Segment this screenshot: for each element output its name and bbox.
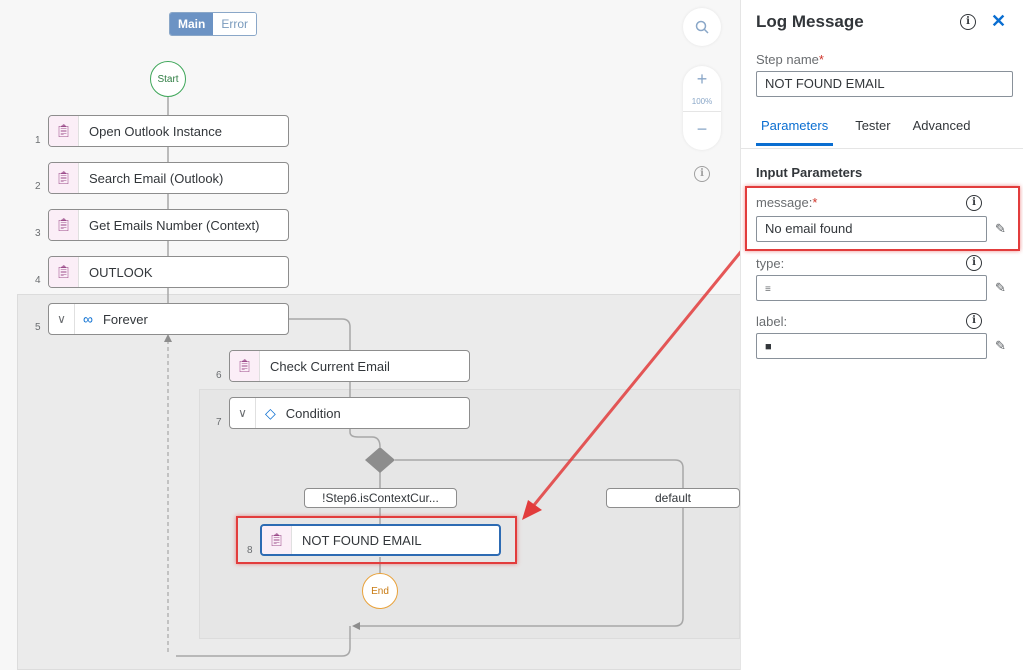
step-number: 4	[35, 275, 41, 286]
clipboard-icon: 📋︎	[262, 526, 292, 554]
step-name-label: Step name*	[756, 52, 824, 67]
highlight-box-step	[236, 516, 517, 564]
step-search-email[interactable]: 📋︎ Search Email (Outlook)	[48, 162, 289, 194]
clipboard-icon: 📋︎	[230, 351, 260, 381]
clipboard-icon: 📋︎	[49, 210, 79, 240]
tab-tester[interactable]: Tester	[855, 118, 891, 133]
step-forever-loop[interactable]: ∨ ∞ Forever	[48, 303, 289, 335]
step-name-label-text: Step name	[756, 52, 819, 67]
step-outlook[interactable]: 📋︎ OUTLOOK	[48, 256, 289, 288]
step-label: Get Emails Number (Context)	[89, 217, 260, 233]
branch-condition-label[interactable]: !Step6.isContextCur...	[304, 488, 457, 508]
step-label: NOT FOUND EMAIL	[302, 532, 422, 548]
edit-pen-icon[interactable]: ✎	[995, 280, 1006, 295]
step-number: 2	[35, 181, 41, 192]
diamond-icon: ◇	[265, 404, 276, 421]
edit-pen-icon[interactable]: ✎	[995, 338, 1006, 353]
step-not-found-email[interactable]: 📋︎ NOT FOUND EMAIL	[260, 524, 501, 556]
type-input[interactable]: ≡	[756, 275, 987, 301]
param-message-label: message:*	[756, 195, 817, 210]
chevron-down-icon[interactable]: ∨	[230, 398, 256, 428]
highlight-box-message	[745, 186, 1020, 251]
panel-tabs: Parameters Tester Advanced	[756, 118, 970, 146]
step-open-outlook-instance[interactable]: 📋︎ Open Outlook Instance	[48, 115, 289, 147]
infinity-loop-icon: ∞	[83, 311, 93, 327]
branch-default-label[interactable]: default	[606, 488, 740, 508]
zoom-level: 100%	[683, 92, 721, 112]
error-toggle-button[interactable]: Error	[213, 13, 257, 35]
step-number: 8	[247, 545, 253, 556]
step-get-emails-number[interactable]: 📋︎ Get Emails Number (Context)	[48, 209, 289, 241]
search-icon	[695, 20, 709, 34]
step-number: 1	[35, 135, 41, 146]
search-button[interactable]	[683, 8, 721, 46]
info-icon[interactable]: i	[966, 195, 982, 211]
chevron-down-icon[interactable]: ∨	[49, 304, 75, 334]
zoom-control: + 100% −	[683, 66, 721, 150]
section-title: Input Parameters	[756, 165, 863, 180]
required-mark: *	[812, 195, 818, 210]
step-label: Check Current Email	[270, 358, 390, 374]
condition-group	[199, 389, 740, 639]
tab-parameters[interactable]: Parameters	[756, 118, 834, 146]
info-icon[interactable]: i	[694, 166, 710, 182]
step-number: 7	[216, 417, 222, 428]
label-input[interactable]: ■	[756, 333, 987, 359]
tag-icon: ■	[765, 341, 772, 353]
required-mark: *	[818, 52, 824, 67]
param-type-label: type:	[756, 256, 785, 271]
step-number: 3	[35, 228, 41, 239]
info-icon[interactable]: i	[966, 255, 982, 271]
step-label: Condition	[285, 405, 341, 421]
step-number: 6	[216, 370, 222, 381]
main-toggle-button[interactable]: Main	[170, 13, 214, 35]
panel-title: Log Message	[756, 12, 864, 31]
edit-pen-icon[interactable]: ✎	[995, 221, 1006, 236]
branch-label: !Step6.isContextCur...	[322, 491, 439, 505]
zoom-in-button[interactable]: +	[696, 69, 708, 89]
more-options-icon[interactable]: ⋮	[735, 323, 740, 335]
tab-advanced[interactable]: Advanced	[912, 118, 971, 133]
step-check-current-email[interactable]: 📋︎ Check Current Email	[229, 350, 470, 382]
flow-canvas[interactable]: Main Error Start 1 📋︎ Open Outlook Insta…	[0, 0, 740, 670]
param-label-label: label:	[756, 314, 788, 329]
step-label: Search Email (Outlook)	[89, 170, 224, 186]
close-icon[interactable]: ✕	[991, 11, 1007, 31]
flow-connectors	[164, 95, 740, 657]
branch-label: default	[654, 491, 692, 505]
main-error-toggle[interactable]: Main Error	[169, 12, 258, 36]
clipboard-icon: 📋︎	[49, 116, 79, 146]
properties-panel: Log Message i ✕ Step name* NOT FOUND EMA…	[740, 0, 1023, 670]
param-label: message:	[756, 195, 813, 210]
step-label: Forever	[102, 311, 148, 327]
step-number: 5	[35, 322, 41, 333]
tabs-divider	[741, 148, 1023, 149]
message-input[interactable]: No email found	[756, 216, 987, 242]
step-label: Open Outlook Instance	[89, 123, 222, 139]
info-icon[interactable]: i	[966, 313, 982, 329]
info-icon[interactable]: i	[960, 14, 976, 30]
step-label: OUTLOOK	[89, 264, 153, 280]
step-name-field[interactable]: NOT FOUND EMAIL	[756, 71, 1013, 97]
step-condition[interactable]: ∨ ◇ Condition	[229, 397, 470, 429]
start-node[interactable]: Start	[150, 61, 186, 97]
end-label: End	[371, 585, 389, 597]
clipboard-icon: 📋︎	[49, 163, 79, 193]
start-label: Start	[157, 73, 179, 85]
clipboard-icon: 📋︎	[49, 257, 79, 287]
text-lines-icon: ≡	[765, 284, 771, 295]
end-node[interactable]: End	[362, 573, 398, 609]
zoom-out-button[interactable]: −	[696, 119, 708, 139]
